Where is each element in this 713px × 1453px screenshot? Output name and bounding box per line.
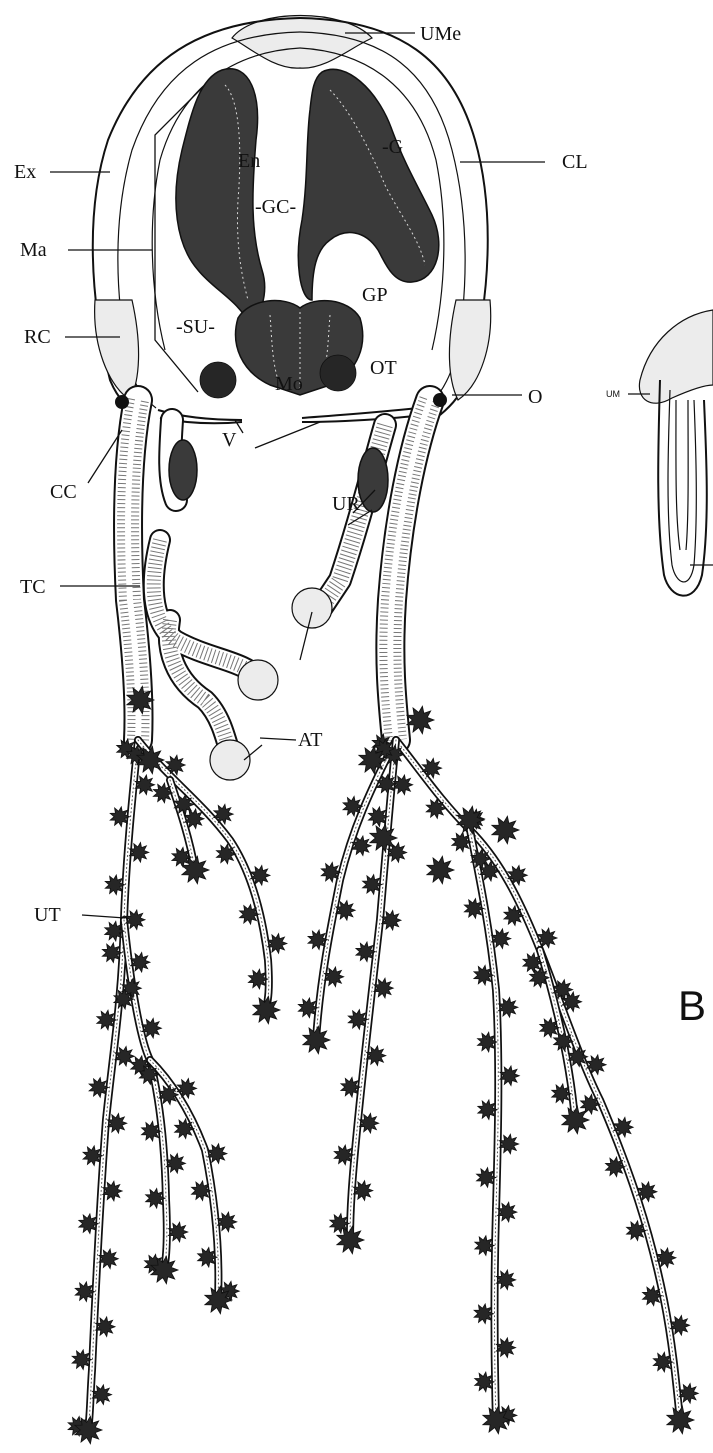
nematocyst-wart bbox=[496, 1270, 515, 1290]
nematocyst-wart bbox=[103, 1181, 122, 1201]
ocellus-right bbox=[433, 393, 447, 407]
left-gonad bbox=[176, 69, 265, 325]
label-at: AT bbox=[298, 729, 322, 751]
label-rc: RC bbox=[24, 326, 51, 348]
oral-tentacle-left bbox=[200, 362, 236, 398]
label-ut: UT bbox=[34, 904, 61, 926]
label-gp: GP bbox=[362, 284, 388, 306]
label-ma: Ma bbox=[20, 239, 47, 261]
label-um: UM bbox=[606, 389, 620, 399]
label-cl: CL bbox=[562, 151, 588, 173]
nematocyst-wart bbox=[99, 1249, 118, 1269]
nematocyst-wart bbox=[96, 1317, 115, 1337]
label-o: O bbox=[528, 386, 542, 408]
tentacle-tip-wart bbox=[303, 1026, 330, 1054]
tentacle-trunks bbox=[128, 400, 430, 780]
label-ot: OT bbox=[370, 357, 397, 379]
nematocyst-wart bbox=[492, 816, 519, 844]
ocellus-left bbox=[115, 395, 129, 409]
gastric-region bbox=[176, 69, 439, 398]
label-ex: Ex bbox=[14, 161, 36, 183]
label-ume: UMe bbox=[420, 23, 461, 45]
velum bbox=[158, 405, 442, 423]
nematocyst-wart bbox=[499, 998, 518, 1018]
nematocyst-wart bbox=[500, 1066, 519, 1086]
branched-tentacles bbox=[68, 686, 698, 1444]
label-v: V bbox=[222, 429, 237, 451]
nematocyst-wart bbox=[168, 1222, 187, 1242]
label-gc: -GC- bbox=[255, 196, 296, 218]
nematocyst-wart bbox=[496, 1338, 515, 1358]
nematocyst-wart bbox=[407, 706, 434, 734]
nematocyst-wart bbox=[92, 1385, 111, 1405]
tentacle-tip-wart bbox=[253, 996, 280, 1024]
panel-b-fragment bbox=[628, 310, 713, 596]
nematocyst-wart bbox=[427, 856, 454, 884]
tentacle-branch-7 bbox=[396, 740, 680, 1420]
nematocyst-wart bbox=[498, 1202, 517, 1222]
label-g: -G bbox=[382, 136, 403, 158]
nematocyst-wart bbox=[499, 1134, 518, 1154]
oral-tentacle-right bbox=[320, 355, 356, 391]
right-gonad bbox=[298, 69, 438, 300]
label-cc: CC bbox=[50, 481, 77, 503]
tentacle-branch-7 bbox=[396, 740, 680, 1420]
panel-letter: B bbox=[678, 982, 706, 1029]
label-su: -SU- bbox=[176, 316, 215, 338]
label-en: En bbox=[238, 150, 260, 172]
tentacle-branch-7 bbox=[396, 740, 680, 1420]
nematocyst-wart bbox=[166, 1154, 185, 1174]
tentacle-tip-wart bbox=[667, 1406, 694, 1434]
label-ur: UR bbox=[332, 493, 360, 515]
label-mo: Mo bbox=[275, 373, 303, 395]
label-tc: TC bbox=[20, 576, 46, 598]
